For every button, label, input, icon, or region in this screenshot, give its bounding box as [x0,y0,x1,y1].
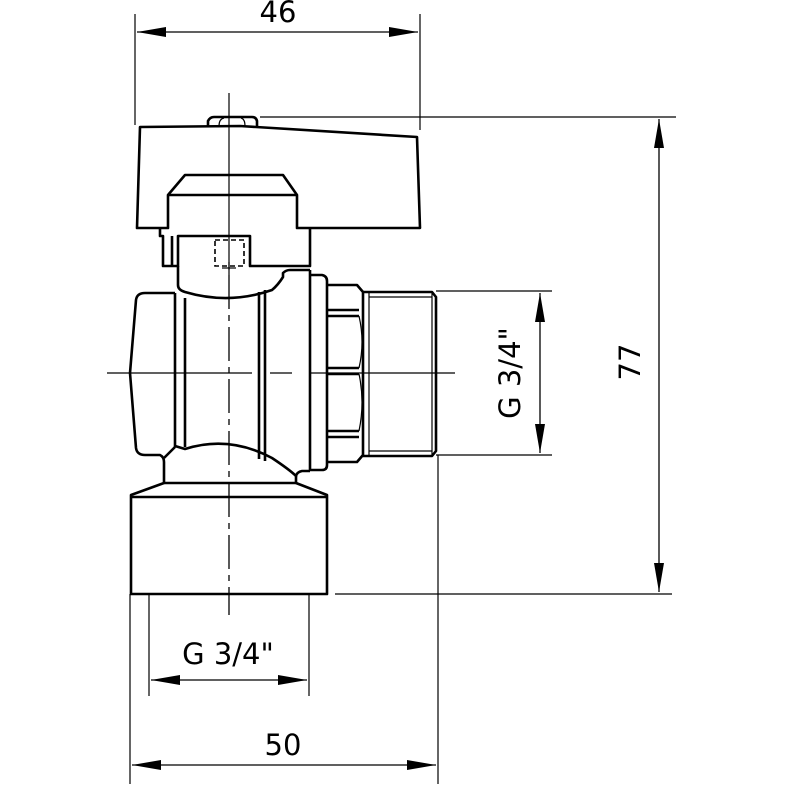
dimension-46: 46 [137,0,418,37]
dimension-label-50: 50 [265,728,302,762]
valve-handle [135,115,422,230]
dimension-label-77: 77 [613,344,647,381]
valve-body [128,270,438,483]
dimension-label-side-thread: G 3/4" [493,327,527,419]
dimension-label-46: 46 [260,0,297,29]
bottom-connector [129,476,329,596]
extension-lines [129,14,676,784]
dimension-77: 77 [613,119,664,592]
center-lines [107,93,455,615]
dimension-bottom-thread: G 3/4" [151,637,307,685]
dimension-label-bottom-thread: G 3/4" [182,637,274,671]
dimension-50: 50 [132,728,436,770]
dimension-side-thread: G 3/4" [493,293,545,453]
valve-stem [158,228,312,300]
